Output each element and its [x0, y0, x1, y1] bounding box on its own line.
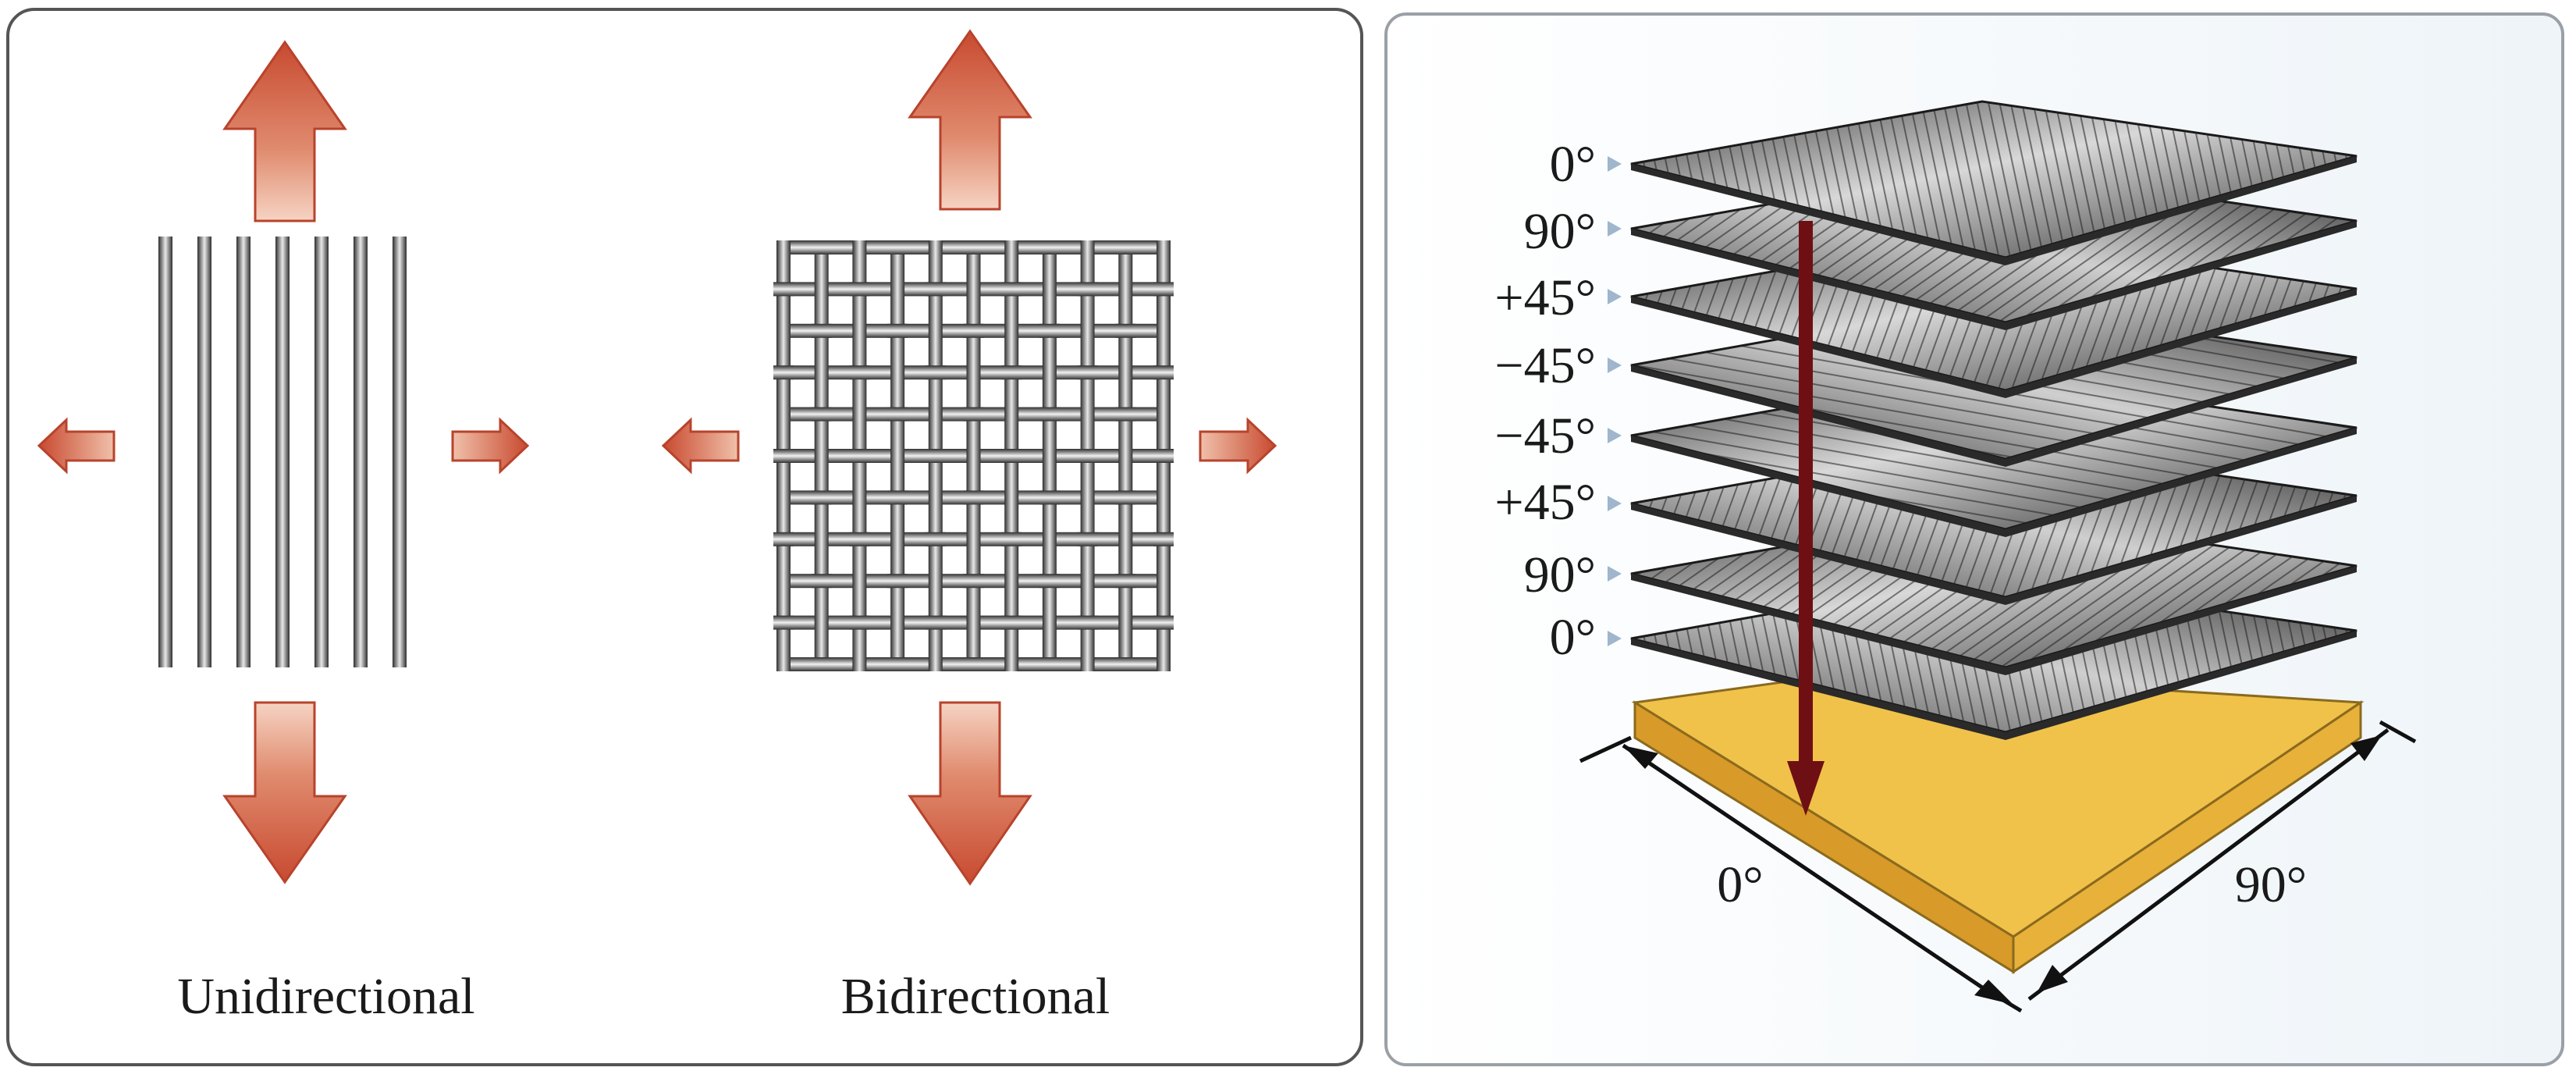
weave-crossover	[963, 240, 984, 254]
weave-crossover	[811, 407, 832, 422]
ply-angle-labels: 0° 90° +45° −45° −45° +45° 90° 0°	[1494, 136, 1596, 666]
ply-label-8: 0°	[1550, 609, 1596, 666]
weave-crossover	[1039, 574, 1060, 589]
weave-crossover	[963, 574, 984, 589]
ply-label-2: 90°	[1524, 203, 1596, 260]
unidirectional-arrow-left	[37, 417, 115, 475]
weave-crossover	[887, 323, 908, 338]
weave-crossover	[1001, 449, 1022, 463]
base-axis-90-label: 90°	[2235, 856, 2307, 913]
ply-label-5: −45°	[1494, 407, 1596, 464]
weave-crossover	[1153, 449, 1174, 463]
weave-crossover	[1077, 282, 1098, 297]
ply-label-1: 0°	[1550, 136, 1596, 193]
weave-crossover	[1115, 657, 1136, 671]
warp-fiber	[1118, 240, 1133, 671]
bidirectional-weave	[773, 240, 1174, 671]
weave-crossover	[925, 615, 946, 630]
weave-crossover	[773, 282, 794, 297]
weave-crossover	[1039, 323, 1060, 338]
weave-crossover	[1115, 490, 1136, 505]
weave-crossover	[963, 323, 984, 338]
weave-crossover	[887, 407, 908, 422]
weave-crossover	[887, 490, 908, 505]
weave-crossover	[849, 532, 870, 546]
weave-crossover	[1077, 365, 1098, 380]
weave-crossover	[773, 615, 794, 630]
bidirectional-label: Bidirectional	[841, 968, 1110, 1025]
weave-crossover	[1077, 449, 1098, 463]
weave-crossover	[887, 657, 908, 671]
weave-crossover	[925, 365, 946, 380]
weave-crossover	[773, 449, 794, 463]
ply-label-7: 90°	[1524, 546, 1596, 603]
ply-tick-markers	[1608, 156, 1622, 646]
dimension-line-0deg	[1579, 735, 2023, 1013]
weave-crossover	[1153, 532, 1174, 546]
weave-crossover	[773, 365, 794, 380]
weave-crossover	[773, 532, 794, 546]
weave-crossover	[1153, 282, 1174, 297]
weave-crossover	[1001, 282, 1022, 297]
weave-crossover	[1077, 615, 1098, 630]
ply-label-3: +45°	[1494, 269, 1596, 326]
unidirectional-label: Unidirectional	[177, 968, 474, 1025]
warp-fiber	[966, 240, 981, 671]
weave-crossover	[811, 240, 832, 254]
unidirectional-arrow-right	[451, 417, 530, 475]
weave-crossover	[1115, 323, 1136, 338]
bidirectional-arrow-right	[1199, 417, 1277, 475]
weave-crossover	[849, 615, 870, 630]
ply-label-6: +45°	[1494, 474, 1596, 531]
weave-crossover	[1039, 490, 1060, 505]
weave-crossover	[811, 574, 832, 589]
weave-crossover	[849, 449, 870, 463]
ply-label-4: −45°	[1494, 337, 1596, 394]
unidirectional-arrow-down	[222, 701, 347, 884]
stacking-direction-arrow	[1787, 221, 1825, 816]
weave-crossover	[963, 657, 984, 671]
bidirectional-arrow-left	[661, 417, 740, 475]
weave-crossover	[1039, 407, 1060, 422]
laminate-base-block	[1631, 670, 2365, 974]
weave-crossover	[925, 282, 946, 297]
weave-crossover	[1039, 657, 1060, 671]
base-axis-0-label: 0°	[1717, 856, 1763, 913]
weave-crossover	[1001, 615, 1022, 630]
weave-crossover	[1115, 240, 1136, 254]
warp-fiber	[890, 240, 905, 671]
bidirectional-arrow-up	[908, 29, 1032, 211]
weave-crossover	[1001, 365, 1022, 380]
weave-crossover	[849, 365, 870, 380]
weave-crossover	[963, 407, 984, 422]
weave-crossover	[1153, 615, 1174, 630]
weave-crossover	[811, 657, 832, 671]
weave-crossover	[811, 323, 832, 338]
weave-crossover	[887, 240, 908, 254]
weave-crossover	[887, 574, 908, 589]
bidirectional-arrow-down	[908, 701, 1032, 886]
weave-crossover	[1039, 240, 1060, 254]
weave-crossover	[1077, 532, 1098, 546]
dimension-line-90deg	[2027, 720, 2417, 1001]
weave-crossover	[1001, 532, 1022, 546]
warp-fiber	[1042, 240, 1057, 671]
ply-fiber-texture	[1631, 101, 2357, 258]
weave-crossover	[1115, 407, 1136, 422]
warp-fiber	[814, 240, 829, 671]
weave-crossover	[925, 532, 946, 546]
weave-crossover	[849, 282, 870, 297]
unidirectional-arrow-up	[222, 40, 347, 222]
weave-crossover	[1115, 574, 1136, 589]
weave-crossover	[1153, 365, 1174, 380]
weave-crossover	[963, 490, 984, 505]
unidirectional-fibers	[158, 237, 407, 667]
weave-crossover	[925, 449, 946, 463]
weave-crossover	[811, 490, 832, 505]
